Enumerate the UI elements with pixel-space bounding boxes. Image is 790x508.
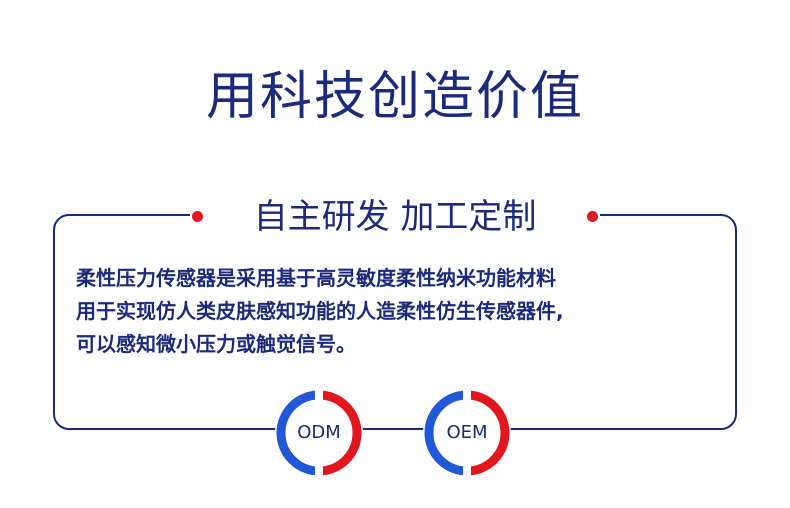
odm-badge: ODM (275, 389, 363, 477)
oem-badge: OEM (423, 389, 511, 477)
oem-ring-icon (424, 389, 510, 477)
right-dot-icon (587, 211, 598, 222)
left-dot-icon (192, 211, 203, 222)
odm-label: ODM (297, 422, 341, 443)
subtitle-bar: 自主研发 加工定制 (190, 192, 600, 242)
oem-label: OEM (446, 422, 488, 443)
subtitle: 自主研发 加工定制 (253, 197, 537, 237)
description-text: 柔性压力传感器是采用基于高灵敏度柔性纳米功能材料 用于实现仿人类皮肤感知功能的人… (76, 266, 564, 356)
odm-ring-icon (276, 389, 362, 477)
main-title: 用科技创造价值 (205, 67, 584, 127)
